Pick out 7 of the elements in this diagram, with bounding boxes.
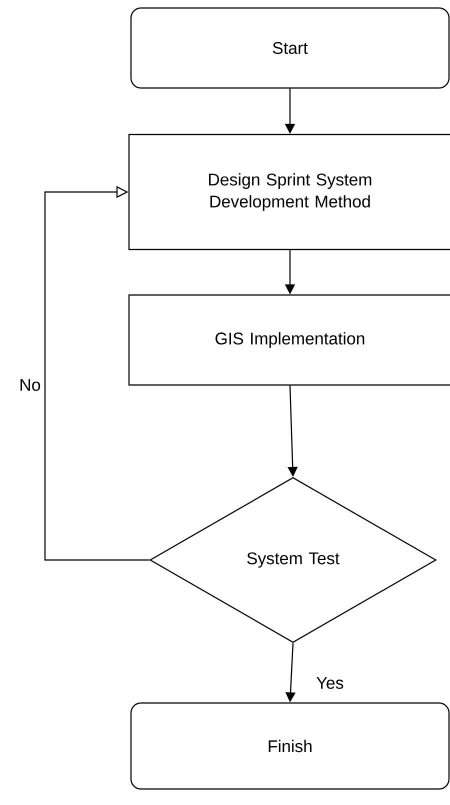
process-box: Design Sprint System Development Method <box>128 134 450 250</box>
arrow <box>44 186 150 561</box>
edge-label: Yes <box>315 676 345 690</box>
terminal-box: Finish <box>130 702 450 790</box>
edge-label: No <box>18 378 42 392</box>
terminal-box: Start <box>130 7 450 89</box>
process-box: GIS Implementation <box>128 294 450 386</box>
